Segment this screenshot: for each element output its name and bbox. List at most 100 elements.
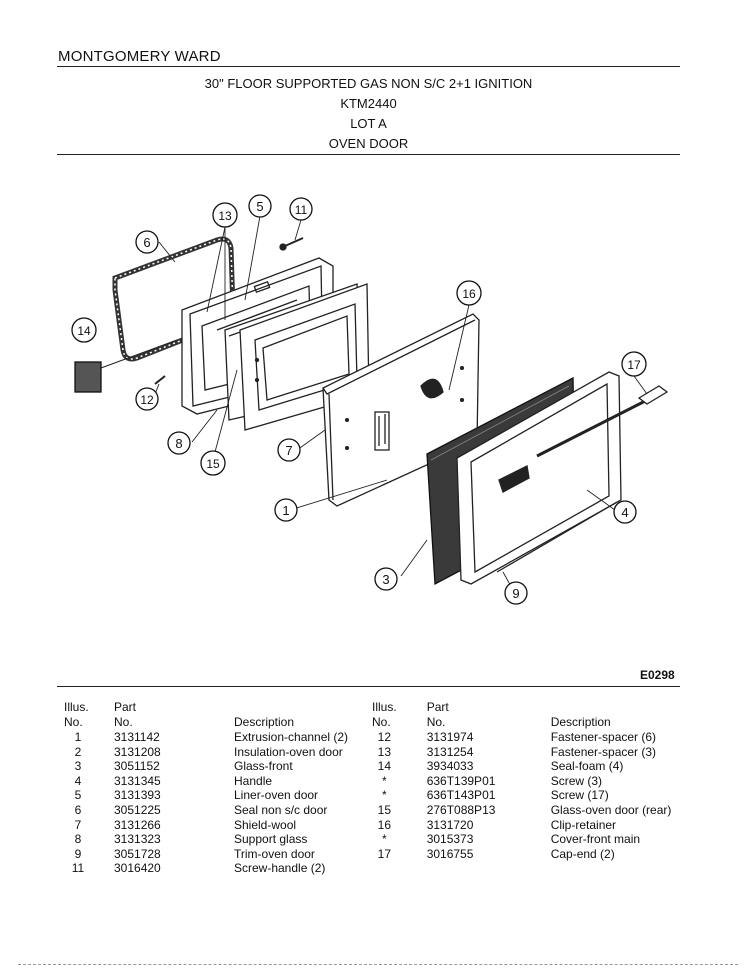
- table-row: 16 3131720 Clip-retainer: [372, 818, 711, 833]
- callout-4: 4: [613, 500, 637, 524]
- part-no-cell: 3051152: [114, 759, 160, 774]
- part-no-cell: 3051225: [114, 802, 161, 817]
- svg-text:15: 15: [206, 457, 220, 471]
- part-no-cell: 3934033: [426, 759, 474, 774]
- callout-12: 12: [135, 387, 159, 411]
- table-rule-top: [57, 686, 680, 687]
- callout-3: 3: [374, 567, 398, 591]
- table-row: 2 3131208 Insulation-oven door: [64, 745, 394, 760]
- svg-text:13: 13: [218, 209, 232, 223]
- model-description: 30" FLOOR SUPPORTED GAS NON S/C 2+1 IGNI…: [204, 76, 533, 91]
- description-cell: Seal-foam (4): [550, 759, 624, 774]
- part-no-cell: 3016420: [114, 861, 161, 876]
- part-no-cell: 636T143P01: [426, 788, 496, 803]
- description-cell: Cover-front main: [550, 832, 641, 847]
- callout-13: 13: [212, 202, 238, 228]
- svg-text:6: 6: [143, 235, 150, 250]
- callout-6: 6: [135, 230, 159, 254]
- part-no-cell: 3131254: [426, 744, 474, 759]
- callout-9: 9: [504, 581, 528, 605]
- section-title: OVEN DOOR: [328, 136, 409, 151]
- illus-no-header: Illus.No.: [372, 700, 397, 729]
- page-bottom-rule: [18, 964, 738, 965]
- handle-rod-drawing: [536, 385, 669, 458]
- description-cell: Liner-oven door: [234, 788, 319, 803]
- seal-foam-drawing: [74, 339, 178, 393]
- callout-5: 5: [248, 194, 272, 218]
- svg-text:8: 8: [175, 436, 182, 451]
- svg-text:5: 5: [256, 199, 263, 214]
- title-block: 30" FLOOR SUPPORTED GAS NON S/C 2+1 IGNI…: [57, 74, 680, 154]
- svg-text:3: 3: [382, 572, 389, 587]
- part-no-cell: 3131393: [114, 788, 161, 803]
- svg-text:7: 7: [285, 443, 292, 458]
- illus-no-cell: 8: [74, 832, 82, 847]
- callout-15: 15: [200, 450, 226, 476]
- brand-name: MONTGOMERY WARD: [58, 48, 221, 65]
- illus-no-header: Illus.No.: [64, 700, 89, 729]
- svg-text:11: 11: [295, 203, 308, 217]
- illus-no-cell: 1: [74, 730, 82, 744]
- illus-no-cell: 11: [71, 861, 85, 876]
- svg-text:1: 1: [282, 503, 289, 518]
- illus-no-cell: 12: [377, 730, 392, 744]
- svg-text:4: 4: [621, 505, 628, 520]
- callout-1: 1: [274, 498, 298, 522]
- description-cell: Insulation-oven door: [234, 744, 343, 759]
- svg-text:17: 17: [627, 358, 641, 372]
- description-cell: Clip-retainer: [550, 817, 617, 832]
- illus-no-cell: *: [382, 773, 387, 788]
- description-cell: Seal non s/c door: [234, 802, 328, 817]
- table-row: * 636T143P01 Screw (17): [372, 788, 711, 803]
- part-no-cell: 3131208: [114, 744, 161, 759]
- figure-code: E0298: [640, 668, 675, 682]
- svg-text:14: 14: [77, 324, 91, 338]
- illus-no-cell: 4: [74, 773, 82, 788]
- illus-no-cell: 5: [74, 788, 82, 803]
- part-no-cell: 3016755: [426, 846, 474, 861]
- header-rule-top: [57, 66, 680, 67]
- description-cell: Screw (17): [550, 788, 609, 803]
- callout-17: 17: [621, 351, 647, 377]
- part-no-cell: 636T139P01: [426, 773, 496, 788]
- description-cell: Shield-wool: [234, 817, 297, 832]
- illus-no-cell: 2: [74, 744, 82, 759]
- description-cell: Screw (3): [550, 773, 603, 788]
- illus-no-cell: 17: [377, 846, 392, 861]
- header-rule-bottom: [57, 154, 680, 155]
- callout-8: 8: [167, 431, 191, 455]
- description-cell: Handle: [234, 773, 273, 788]
- illus-no-cell: 3: [74, 759, 82, 774]
- callout-bubbles: 6 13 5 11 16 14 17 12 8 15 7 1 3 4 9: [71, 194, 647, 605]
- illus-no-cell: 15: [377, 802, 392, 817]
- table-row: 3 3051152 Glass-front: [64, 759, 394, 774]
- illus-no-cell: *: [382, 788, 387, 803]
- part-no-cell: 3131720: [426, 817, 474, 832]
- callout-16: 16: [456, 280, 482, 306]
- part-no-cell: 3051728: [114, 846, 161, 861]
- description-cell: Trim-oven door: [234, 846, 315, 861]
- illus-no-cell: 6: [74, 802, 82, 817]
- exploded-parts-diagram: 6 13 5 11 16 14 17 12 8 15 7 1 3 4 9: [71, 194, 669, 605]
- part-no-cell: 3131266: [114, 817, 161, 832]
- description-cell: Glass-front: [234, 759, 293, 774]
- description-cell: Cap-end (2): [550, 846, 615, 861]
- lot-label: LOT A: [350, 116, 387, 131]
- svg-text:16: 16: [462, 287, 476, 301]
- part-no-cell: 3131323: [114, 832, 161, 847]
- illus-no-cell: 16: [377, 817, 392, 832]
